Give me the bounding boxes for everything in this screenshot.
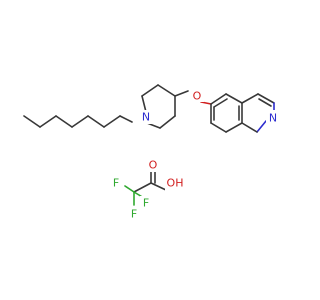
fluorine-label-1: F: [113, 177, 119, 190]
fluorine-label-3: F: [131, 208, 137, 221]
ether-linkage: [174, 90, 212, 105]
fluorine-label-2: F: [143, 197, 149, 210]
piperidine-nitrogen-label: N: [142, 111, 150, 124]
trifluoroacetic-acid: [124, 169, 167, 206]
isoquinoline-ring: [210, 93, 275, 133]
carbonyl-oxygen-label: O: [149, 159, 158, 172]
ether-oxygen-label: O: [193, 90, 202, 103]
atom-labels: N O N O OH F F F: [110, 88, 280, 221]
structure-diagram: N O N O OH F F F: [23, 84, 280, 221]
hydroxyl-label: OH: [167, 177, 184, 190]
piperidine-ring: [141, 84, 176, 129]
heptyl-chain: [23, 115, 133, 128]
isoquinoline-nitrogen-label: N: [269, 112, 277, 125]
